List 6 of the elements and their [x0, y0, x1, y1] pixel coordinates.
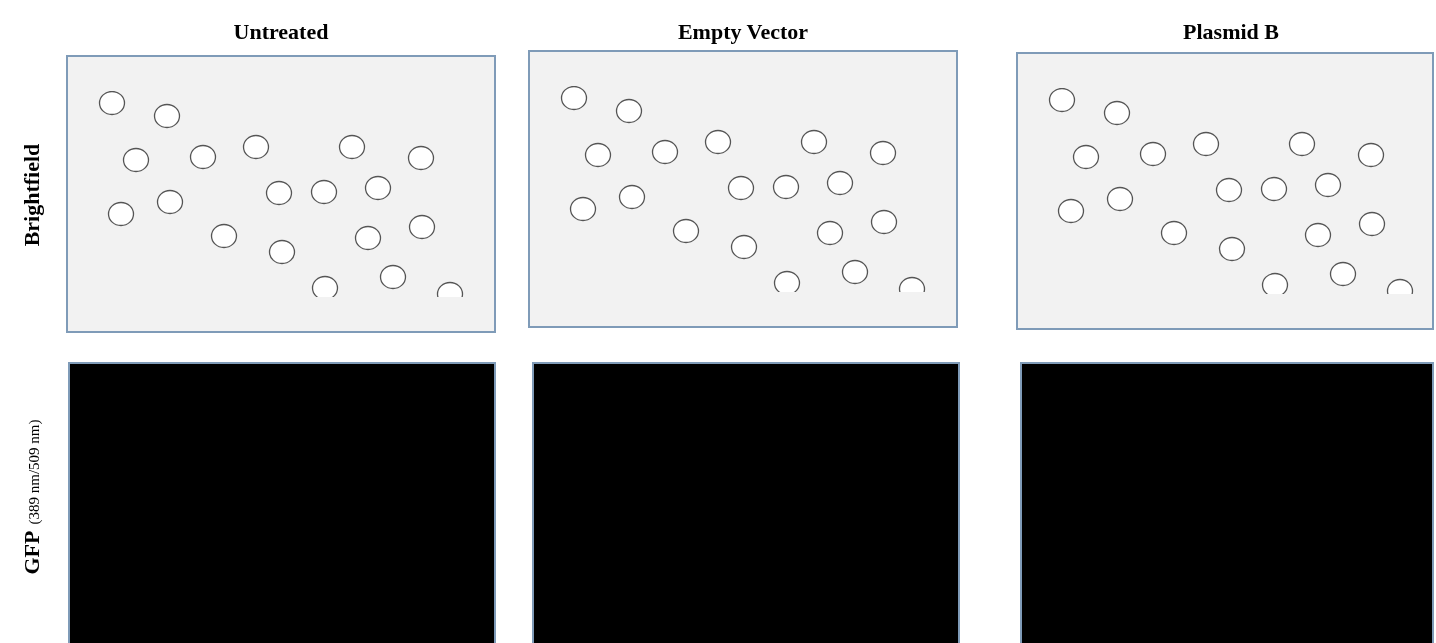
- wavelength-label: (389 nm/509 nm): [25, 419, 43, 525]
- row-label: GFP: [19, 530, 45, 575]
- column-heading: Untreated: [232, 18, 330, 46]
- row-label: Brightfield: [19, 143, 45, 247]
- column-heading: Empty Vector: [676, 18, 810, 46]
- column-heading: Plasmid B: [1182, 18, 1280, 46]
